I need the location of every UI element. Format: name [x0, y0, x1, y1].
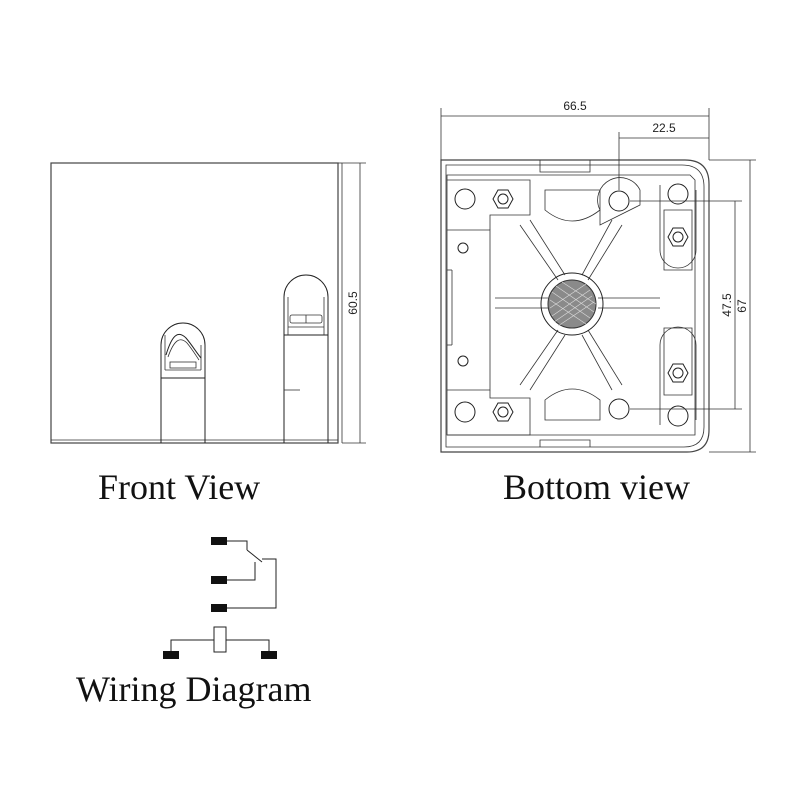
- terminal-coil-left: [163, 651, 179, 659]
- terminal-com: [211, 576, 227, 584]
- bottom-view-ribs: [495, 189, 660, 421]
- bottom-view-right-pod-top: [659, 185, 697, 269]
- bottom-view: 66.5 22.5 47.5 67: [440, 99, 756, 453]
- front-view: 60.5: [50, 162, 366, 444]
- nut-bottom: [492, 402, 514, 422]
- hole-bottom-right: [667, 405, 689, 427]
- bottom-view-nuts: [492, 189, 689, 422]
- bottom-width-dimension: 66.5: [440, 99, 710, 160]
- hole-spacing-label: 47.5: [720, 293, 734, 317]
- bottom-width-label: 66.5: [563, 99, 587, 113]
- wiring-diagram-caption: Wiring Diagram: [76, 669, 312, 709]
- front-height-dimension: 60.5: [342, 162, 366, 444]
- hole-offset-dimension: 22.5: [618, 121, 709, 190]
- bottom-height-label: 67: [735, 299, 749, 313]
- hole-spacing-dimension: 47.5: [630, 200, 742, 410]
- terminal-no: [211, 604, 227, 612]
- hole-bottom-mid: [608, 398, 630, 420]
- bottom-view-caption: Bottom view: [503, 467, 690, 507]
- hole-top-right: [667, 183, 689, 205]
- bottom-height-dimension: 67: [709, 159, 756, 453]
- coil: [170, 626, 270, 653]
- hole-offset-label: 22.5: [652, 121, 676, 135]
- front-view-body: [50, 162, 339, 444]
- small-hole-upper: [457, 242, 469, 254]
- nut-right-upper: [667, 227, 689, 247]
- front-view-caption: Front View: [98, 467, 261, 507]
- terminal-nc: [211, 537, 227, 545]
- switch-contacts: [227, 540, 277, 609]
- hole-top-mid: [608, 190, 630, 212]
- bottom-view-outline: [440, 159, 710, 453]
- hole-bottom-left: [454, 401, 476, 423]
- wiring-diagram: [163, 537, 277, 659]
- small-hole-lower: [457, 355, 469, 367]
- terminal-coil-right: [261, 651, 277, 659]
- bottom-view-holes: [454, 177, 689, 427]
- nut-top: [492, 189, 514, 209]
- front-view-tab-left: [160, 322, 206, 443]
- nut-right-lower: [667, 363, 689, 383]
- front-view-tab-right: [283, 274, 329, 443]
- bottom-view-right-pod-bottom: [659, 326, 697, 425]
- front-height-label: 60.5: [346, 291, 360, 315]
- hole-top-left: [454, 188, 476, 210]
- bottom-view-center-vent: [540, 272, 604, 336]
